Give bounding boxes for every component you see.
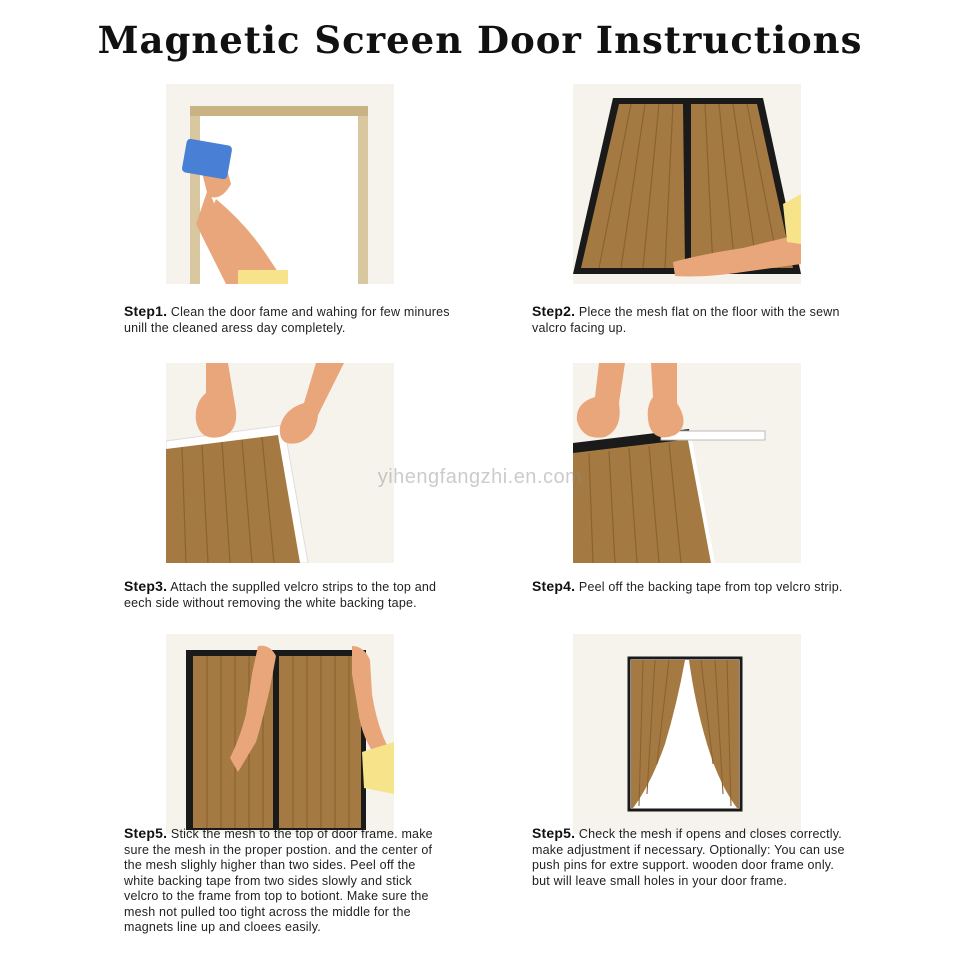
step4-illustration [573, 363, 801, 563]
step3-caption: Step3. Attach the supplled velcro strips… [124, 578, 454, 611]
step3-illustration [166, 363, 394, 563]
step1-illustration [166, 84, 394, 284]
step1-label: Step1. [124, 303, 168, 319]
step1-caption: Step1. Clean the door fame and wahing fo… [124, 303, 464, 336]
step2-label: Step2. [532, 303, 576, 319]
step6-caption: Step5. Check the mesh if opens and close… [532, 825, 852, 889]
step3-text: Attach the supplled velcro strips to the… [124, 580, 437, 610]
step2-text: Plece the mesh flat on the floor with th… [532, 305, 840, 335]
step6-text: Check the mesh if opens and closes corre… [532, 827, 845, 888]
step4-caption: Step4. Peel off the backing tape from to… [532, 578, 862, 596]
step6-label: Step5. [532, 825, 576, 841]
step4-label: Step4. [532, 578, 576, 594]
step4-text: Peel off the backing tape from top velcr… [578, 580, 843, 594]
step3-label: Step3. [124, 578, 168, 594]
step5-text: Stick the mesh to the top of door frame.… [124, 827, 433, 934]
step5-illustration [166, 634, 394, 834]
step5-label: Step5. [124, 825, 168, 841]
step6-illustration [573, 634, 801, 834]
page-title: Magnetic Screen Door Instructions [97, 18, 863, 62]
step1-text: Clean the door fame and wahing for few m… [124, 305, 450, 335]
step2-caption: Step2. Plece the mesh flat on the floor … [532, 303, 862, 336]
step2-illustration [573, 84, 801, 284]
step5-caption: Step5. Stick the mesh to the top of door… [124, 825, 439, 936]
watermark: yihengfangzhi.en.com [377, 466, 583, 488]
